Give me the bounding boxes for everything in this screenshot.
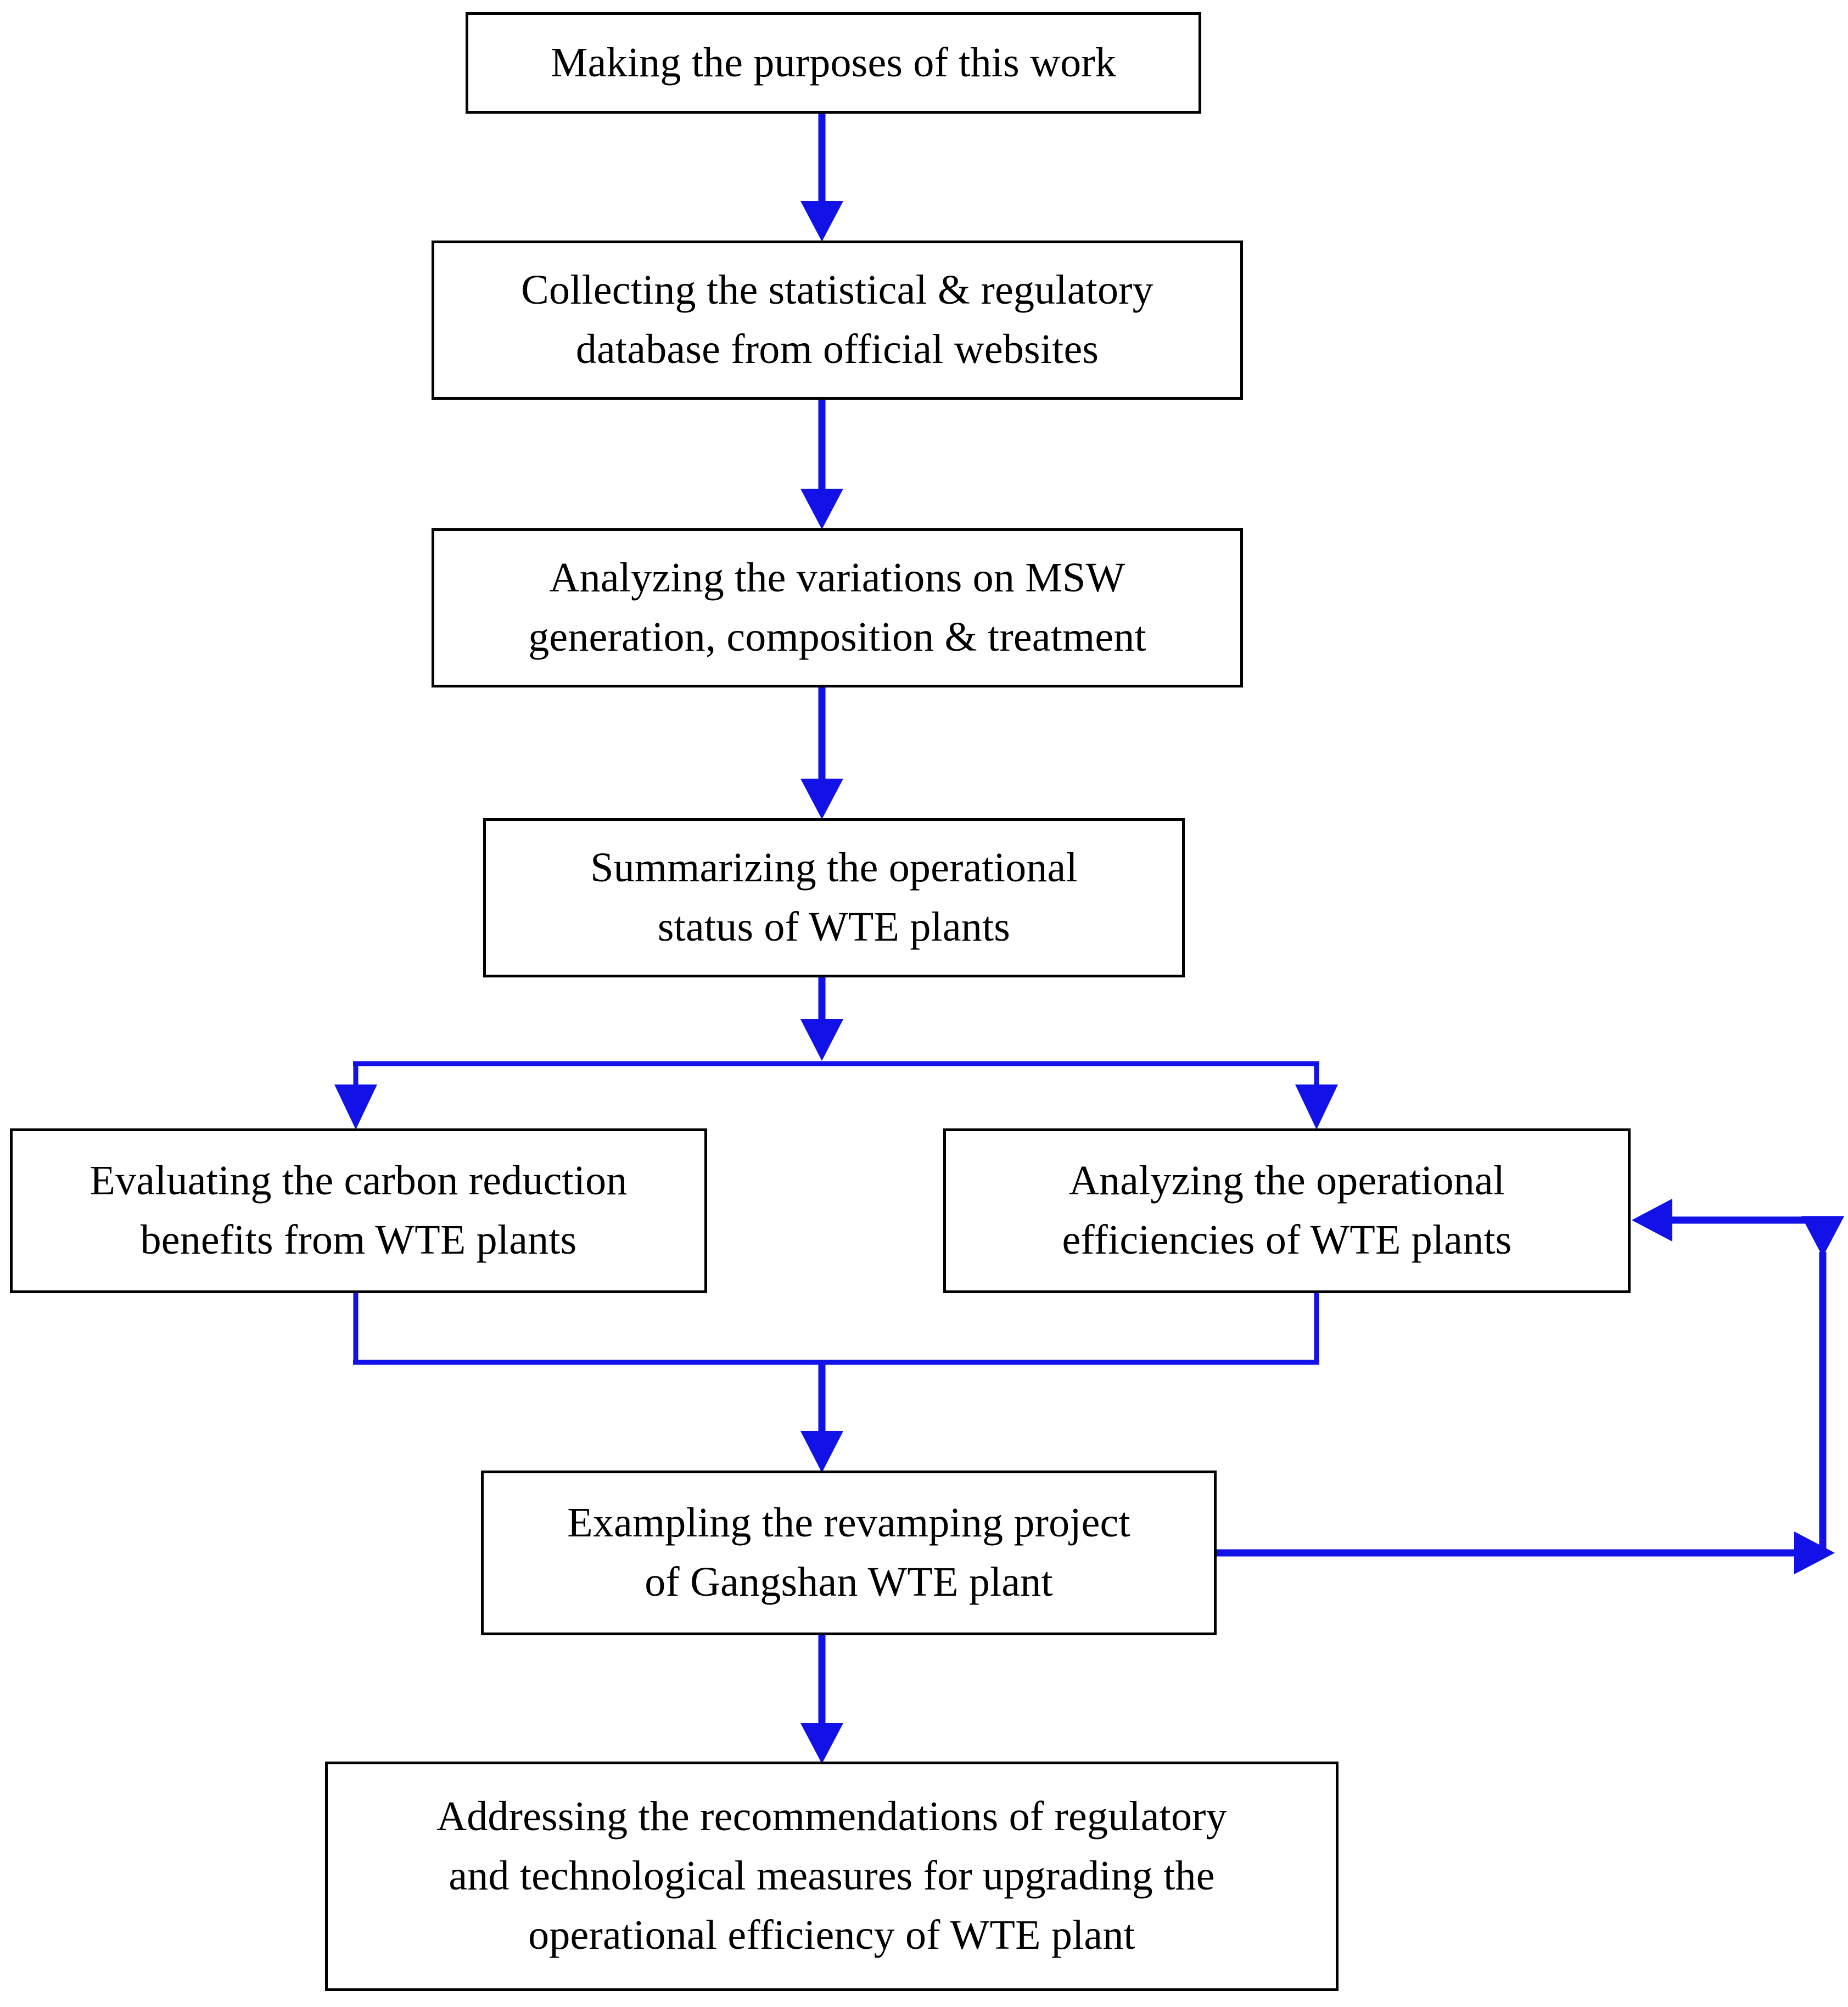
node-analyzing-operational-efficiencies[interactable]: Analyzing the operational efficiencies o…	[943, 1128, 1631, 1293]
edge-analyze-to-summarize	[800, 687, 843, 819]
node-analyzing-msw-variations[interactable]: Analyzing the variations on MSW generati…	[432, 528, 1243, 687]
node-collecting-database[interactable]: Collecting the statistical & regulatory …	[432, 241, 1243, 400]
node-addressing-recommendations[interactable]: Addressing the recommendations of regula…	[325, 1762, 1339, 1991]
node-exampling-gangshan-revamping[interactable]: Exampling the revamping project of Gangs…	[481, 1471, 1217, 1635]
node-label: Summarizing the operational status of WT…	[590, 845, 1078, 950]
edge-purposes-to-collect	[800, 114, 843, 242]
node-evaluating-carbon-reduction[interactable]: Evaluating the carbon reduction benefits…	[10, 1128, 707, 1293]
edge-merge-bar	[353, 1293, 1319, 1365]
edge-split-branches	[334, 1061, 1338, 1130]
node-label: Addressing the recommendations of regula…	[436, 1793, 1227, 1958]
edge-collect-to-analyze	[800, 400, 843, 529]
node-label: Analyzing the operational efficiencies o…	[1062, 1158, 1512, 1263]
edge-gangshan-to-recommend	[800, 1635, 843, 1764]
edge-summarize-to-split	[800, 977, 843, 1061]
node-making-purposes[interactable]: Making the purposes of this work	[466, 12, 1201, 114]
node-label: Exampling the revamping project of Gangs…	[567, 1500, 1130, 1605]
node-label: Collecting the statistical & regulatory …	[521, 267, 1153, 372]
node-label: Evaluating the carbon reduction benefits…	[89, 1158, 628, 1263]
node-summarizing-operational-status[interactable]: Summarizing the operational status of WT…	[483, 818, 1185, 977]
node-label: Making the purposes of this work	[550, 39, 1117, 86]
edge-merge-to-gangshan	[800, 1362, 843, 1473]
node-label: Analyzing the variations on MSW generati…	[528, 555, 1146, 660]
